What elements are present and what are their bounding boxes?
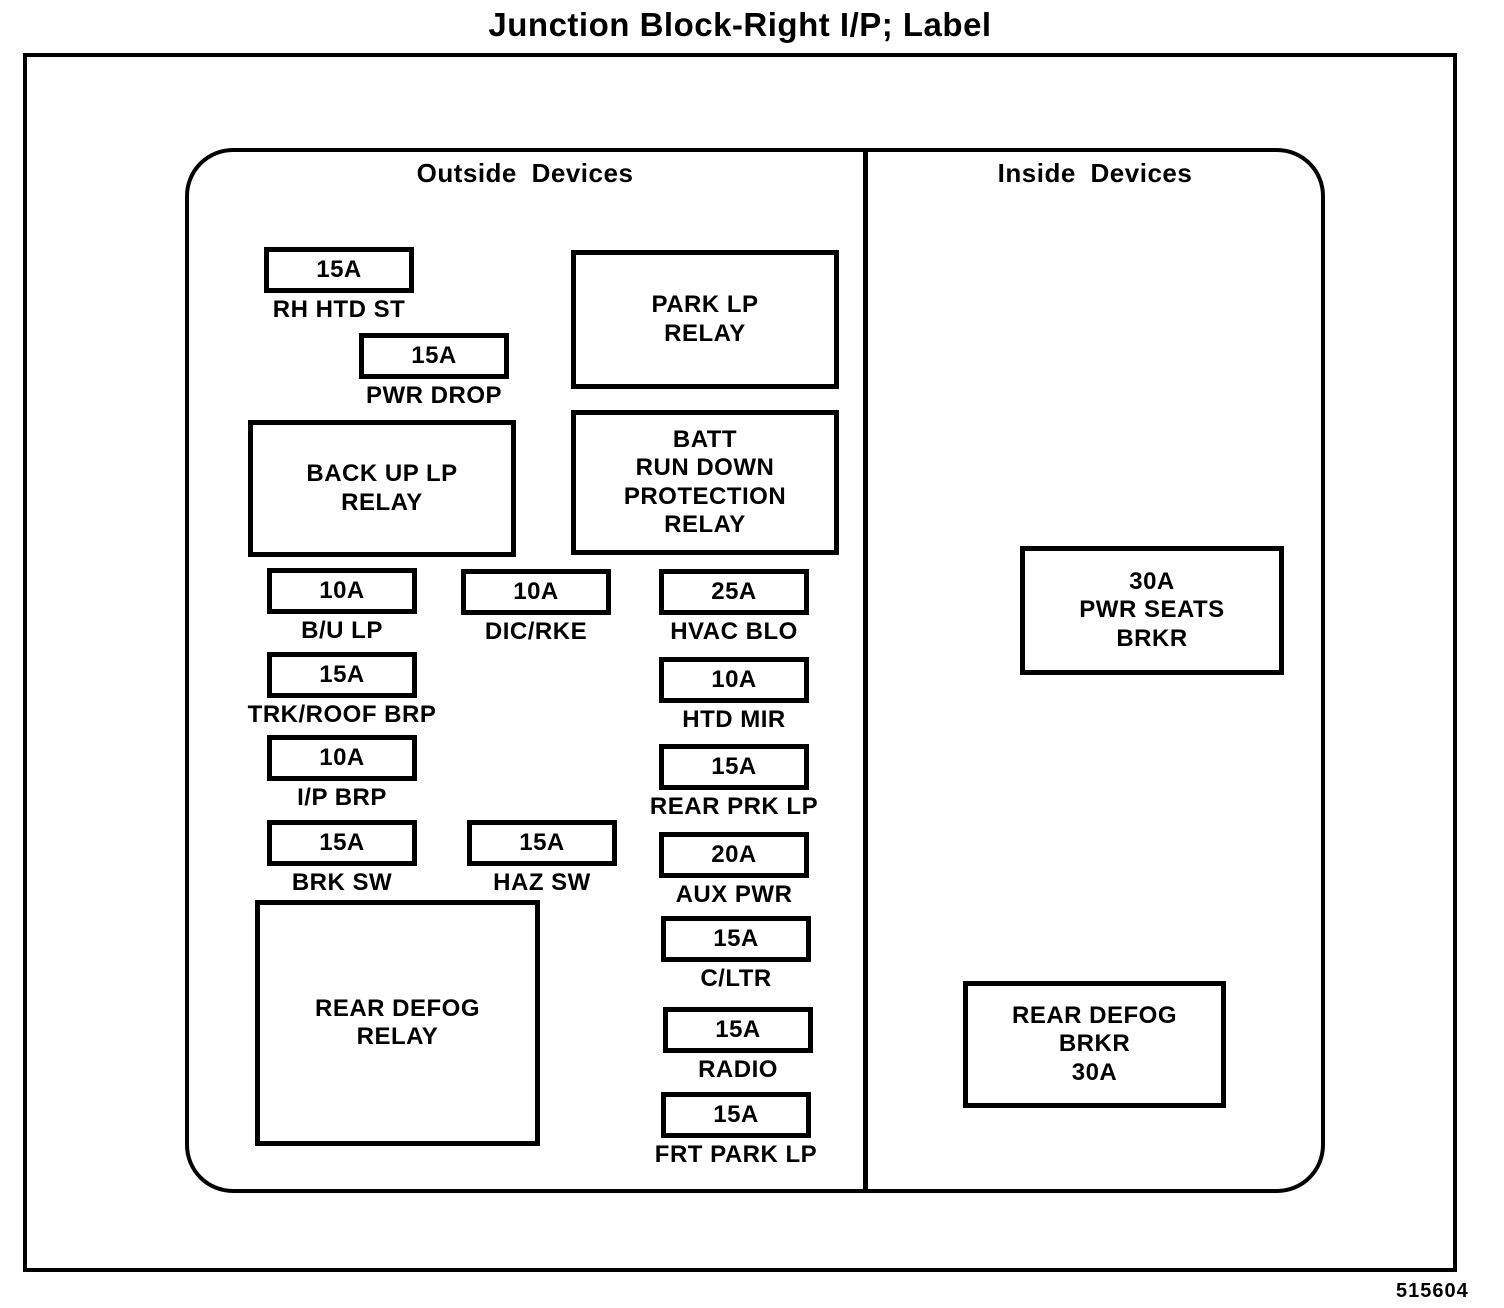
fuse-amp: 15A — [715, 1016, 761, 1043]
relay-park-lp: PARK LP RELAY — [571, 250, 839, 389]
fuse-label: B/U LP — [301, 617, 383, 644]
fuse-amp: 15A — [319, 829, 365, 856]
fuse-amp-box: 20A — [659, 832, 809, 878]
breaker-rear-defog: REAR DEFOG BRKR 30A — [963, 981, 1226, 1108]
fuse-amp: 15A — [519, 829, 565, 856]
fuse-amp: 15A — [713, 1101, 759, 1128]
fuse-amp-box: 10A — [267, 568, 417, 614]
document-number: 515604 — [1396, 1280, 1469, 1302]
relay-label: BACK UP LP RELAY — [306, 460, 458, 516]
fuse-label: PWR DROP — [366, 382, 502, 409]
junction-block-outline — [185, 148, 1325, 1193]
fuse-c-ltr: 15A C/LTR — [661, 916, 811, 992]
fuse-amp-box: 15A — [659, 744, 809, 790]
fuse-amp-box: 10A — [267, 735, 417, 781]
fuse-label: I/P BRP — [297, 784, 387, 811]
inside-devices-heading: Inside Devices — [997, 158, 1193, 188]
fuse-amp: 15A — [316, 256, 362, 283]
breaker-label: 30A PWR SEATS BRKR — [1079, 568, 1225, 652]
fuse-brk-sw: 15A BRK SW — [267, 820, 417, 896]
fuse-amp-box: 10A — [461, 569, 611, 615]
fuse-label: RH HTD ST — [272, 296, 406, 323]
fuse-amp: 10A — [711, 666, 757, 693]
breaker-pwr-seats: 30A PWR SEATS BRKR — [1020, 546, 1284, 675]
fuse-amp: 15A — [711, 753, 757, 780]
fuse-label: RADIO — [698, 1056, 778, 1083]
fuse-ip-brp: 10A I/P BRP — [267, 735, 417, 811]
fuse-amp: 10A — [319, 577, 365, 604]
relay-back-up-lp: BACK UP LP RELAY — [248, 420, 516, 557]
section-divider — [863, 150, 868, 1191]
fuse-amp-box: 15A — [661, 1092, 811, 1138]
fuse-label: REAR PRK LP — [649, 793, 819, 820]
fuse-amp-box: 15A — [264, 247, 414, 293]
fuse-amp: 20A — [711, 841, 757, 868]
fuse-amp-box: 15A — [359, 333, 509, 379]
fuse-amp: 15A — [319, 661, 365, 688]
fuse-label: TRK/ROOF BRP — [247, 701, 437, 728]
fuse-label: AUX PWR — [675, 881, 793, 908]
fuse-amp-box: 15A — [663, 1007, 813, 1053]
fuse-b-u-lp: 10A B/U LP — [267, 568, 417, 644]
fuse-label: DIC/RKE — [484, 618, 588, 645]
fuse-label: BRK SW — [291, 869, 393, 896]
fuse-amp-box: 15A — [661, 916, 811, 962]
fuse-amp-box: 25A — [659, 569, 809, 615]
fuse-amp-box: 10A — [659, 657, 809, 703]
fuse-trk-roof-brp: 15A TRK/ROOF BRP — [248, 652, 436, 728]
fuse-rear-prk-lp: 15A REAR PRK LP — [650, 744, 818, 820]
outer-border — [23, 53, 1457, 1272]
fuse-pwr-drop: 15A PWR DROP — [359, 333, 509, 409]
outside-devices-heading: Outside Devices — [416, 158, 634, 188]
relay-label: BATT RUN DOWN PROTECTION RELAY — [623, 425, 787, 538]
fuse-radio: 15A RADIO — [663, 1007, 813, 1083]
fuse-label: HTD MIR — [682, 706, 786, 733]
fuse-label: C/LTR — [700, 965, 772, 992]
fuse-haz-sw: 15A HAZ SW — [467, 820, 617, 896]
fuse-amp: 10A — [319, 744, 365, 771]
fuse-amp: 15A — [713, 925, 759, 952]
fuse-amp-box: 15A — [267, 820, 417, 866]
fuse-rh-htd-st: 15A RH HTD ST — [264, 247, 414, 323]
fuse-label: HAZ SW — [493, 869, 591, 896]
fuse-label: FRT PARK LP — [654, 1141, 818, 1168]
fuse-htd-mir: 10A HTD MIR — [659, 657, 809, 733]
relay-label: PARK LP RELAY — [651, 291, 759, 347]
fuse-amp-box: 15A — [267, 652, 417, 698]
fuse-amp-box: 15A — [467, 820, 617, 866]
fuse-amp: 15A — [411, 342, 457, 369]
relay-label: REAR DEFOG RELAY — [314, 994, 480, 1050]
fuse-amp: 25A — [711, 578, 757, 605]
fuse-label: HVAC BLO — [670, 618, 798, 645]
fuse-dic-rke: 10A DIC/RKE — [461, 569, 611, 645]
fuse-hvac-blo: 25A HVAC BLO — [659, 569, 809, 645]
breaker-label: REAR DEFOG BRKR 30A — [1011, 1002, 1177, 1086]
fuse-amp: 10A — [513, 578, 559, 605]
relay-batt-run-down-protection: BATT RUN DOWN PROTECTION RELAY — [571, 410, 839, 555]
fuse-frt-park-lp: 15A FRT PARK LP — [655, 1092, 817, 1168]
relay-rear-defog: REAR DEFOG RELAY — [255, 900, 540, 1146]
fuse-aux-pwr: 20A AUX PWR — [659, 832, 809, 908]
page-title: Junction Block-Right I/P; Label — [488, 6, 992, 43]
